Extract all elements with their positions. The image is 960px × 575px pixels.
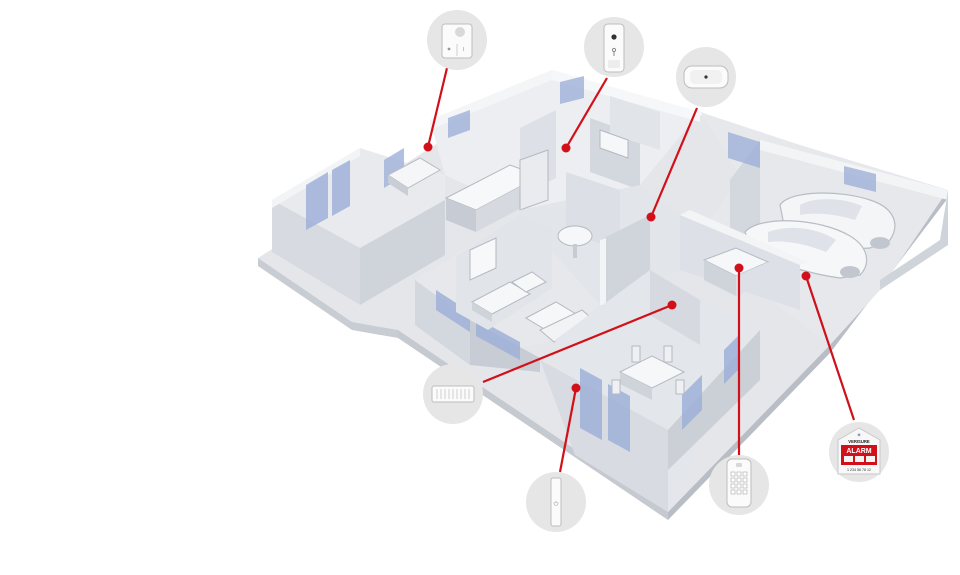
- alarm-sign-icon[interactable]: ✶ VERISURE ALARM 1 234 56 78 12: [829, 422, 889, 482]
- door-contact-icon[interactable]: ✩: [526, 472, 586, 532]
- marker-motion-sensor: [561, 143, 571, 153]
- svg-text:I: I: [463, 47, 464, 53]
- left-bedroom: [272, 148, 445, 305]
- sign-phone-text: 1 234 56 78 12: [847, 468, 871, 472]
- sign-alarm-text: ALARM: [846, 448, 871, 455]
- marker-switch: [423, 142, 433, 152]
- keypad-icon[interactable]: [709, 455, 769, 515]
- marker-camera: [646, 212, 656, 222]
- marker-heater: [667, 300, 677, 310]
- marker-door-sensor: [571, 383, 581, 393]
- wall-switch-icon[interactable]: I: [427, 10, 487, 70]
- back-rooms: [430, 70, 700, 232]
- storage-room: [680, 210, 808, 310]
- marker-alarm-sign: [801, 271, 811, 281]
- marker-keypad: [734, 263, 744, 273]
- radiator-icon[interactable]: [423, 364, 483, 424]
- motion-sensor-icon[interactable]: [584, 17, 644, 77]
- camera-icon[interactable]: [676, 47, 736, 107]
- svg-text:✩: ✩: [553, 500, 559, 508]
- callout-markers: [423, 142, 811, 393]
- living-room: [415, 215, 600, 372]
- sign-brand-text: VERISURE: [848, 439, 870, 444]
- svg-text:✶: ✶: [856, 432, 861, 439]
- callout-lines: [426, 67, 856, 473]
